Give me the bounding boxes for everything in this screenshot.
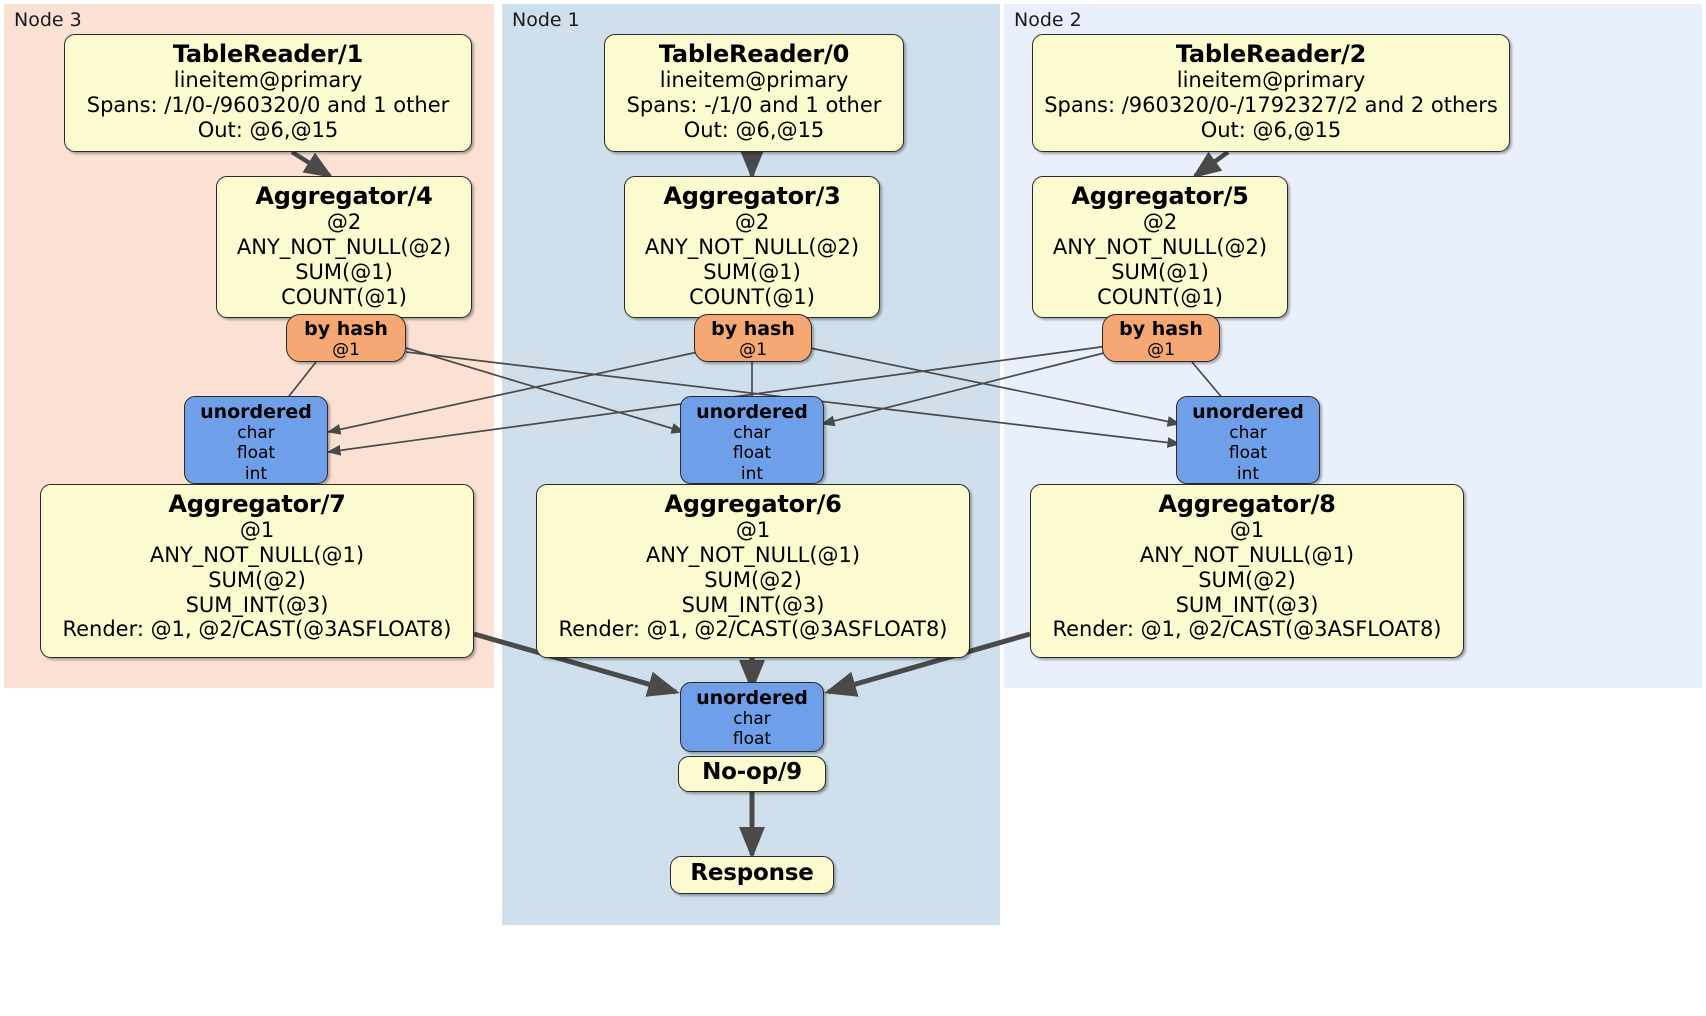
processor-detail-agg3: SUM_INT(@3): [1175, 592, 1319, 617]
synchronizer-type-2: int: [1236, 463, 1260, 484]
processor-title: Aggregator/6: [664, 490, 842, 518]
router-column: @1: [1147, 340, 1175, 361]
synchronizer-type-1: float: [236, 443, 276, 464]
synchronizer-type-0: char: [1229, 423, 1267, 444]
processor-detail-agg3: SUM_INT(@3): [681, 592, 825, 617]
processor-detail-agg1: ANY_NOT_NULL(@1): [1139, 543, 1355, 568]
processor-detail-agg2: SUM(@1): [1111, 259, 1209, 284]
processor-table-reader-1[interactable]: TableReader/1 lineitem@primary Spans: /1…: [64, 34, 472, 152]
synchronizer-unordered-center[interactable]: unordered char float int: [680, 396, 824, 484]
synchronizer-unordered-final[interactable]: unordered char float: [680, 682, 824, 752]
processor-detail-agg1: ANY_NOT_NULL(@2): [236, 235, 452, 260]
router-by-hash-center[interactable]: by hash @1: [694, 314, 812, 362]
synchronizer-unordered-left[interactable]: unordered char float int: [184, 396, 328, 484]
processor-response[interactable]: Response: [670, 856, 834, 894]
processor-detail-group: @2: [1142, 210, 1178, 235]
processor-aggregator-6[interactable]: Aggregator/6 @1 ANY_NOT_NULL(@1) SUM(@2)…: [536, 484, 970, 658]
processor-detail-render: Render: @1, @2/CAST(@3ASFLOAT8): [1052, 617, 1442, 642]
processor-detail-out: Out: @6,@15: [197, 117, 339, 142]
processor-title: Aggregator/8: [1158, 490, 1336, 518]
processor-title: No-op/9: [702, 759, 802, 785]
processor-detail-group: @2: [734, 210, 770, 235]
panel-node-3-label: Node 3: [14, 9, 82, 31]
synchronizer-type-2: int: [244, 463, 268, 484]
processor-detail-agg3: COUNT(@1): [281, 284, 407, 309]
processor-aggregator-8[interactable]: Aggregator/8 @1 ANY_NOT_NULL(@1) SUM(@2)…: [1030, 484, 1464, 658]
processor-detail-table: lineitem@primary: [659, 68, 849, 93]
processor-detail-agg1: ANY_NOT_NULL(@1): [149, 543, 365, 568]
processor-table-reader-2[interactable]: TableReader/2 lineitem@primary Spans: /9…: [1032, 34, 1510, 152]
synchronizer-type-1: float: [732, 729, 772, 750]
processor-no-op-9[interactable]: No-op/9: [678, 756, 826, 792]
router-column: @1: [332, 340, 360, 361]
processor-aggregator-3[interactable]: Aggregator/3 @2 ANY_NOT_NULL(@2) SUM(@1)…: [624, 176, 880, 318]
processor-detail-agg1: ANY_NOT_NULL(@1): [645, 543, 861, 568]
processor-detail-spans: Spans: -/1/0 and 1 other: [626, 93, 882, 118]
router-title: by hash: [711, 318, 795, 340]
router-column: @1: [739, 340, 767, 361]
processor-detail-agg3: COUNT(@1): [689, 284, 815, 309]
processor-detail-group: @2: [326, 210, 362, 235]
processor-detail-agg2: SUM(@1): [703, 259, 801, 284]
processor-title: Response: [690, 860, 814, 886]
processor-detail-render: Render: @1, @2/CAST(@3ASFLOAT8): [558, 617, 948, 642]
processor-detail-agg1: ANY_NOT_NULL(@2): [644, 235, 860, 260]
synchronizer-type-0: char: [733, 423, 771, 444]
synchronizer-title: unordered: [696, 401, 808, 423]
router-title: by hash: [1119, 318, 1203, 340]
processor-title: TableReader/0: [658, 40, 850, 68]
panel-node-2-label: Node 2: [1014, 9, 1082, 31]
synchronizer-type-1: float: [1228, 443, 1268, 464]
synchronizer-title: unordered: [696, 687, 808, 709]
processor-aggregator-7[interactable]: Aggregator/7 @1 ANY_NOT_NULL(@1) SUM(@2)…: [40, 484, 474, 658]
synchronizer-type-0: char: [733, 709, 771, 730]
processor-detail-spans: Spans: /960320/0-/1792327/2 and 2 others: [1044, 93, 1498, 118]
processor-table-reader-0[interactable]: TableReader/0 lineitem@primary Spans: -/…: [604, 34, 904, 152]
processor-detail-table: lineitem@primary: [173, 68, 363, 93]
processor-title: TableReader/2: [1175, 40, 1367, 68]
processor-detail-out: Out: @6,@15: [1200, 117, 1342, 142]
synchronizer-title: unordered: [1192, 401, 1304, 423]
processor-detail-agg2: SUM(@2): [208, 567, 306, 592]
processor-title: TableReader/1: [172, 40, 364, 68]
processor-title: Aggregator/4: [255, 182, 433, 210]
processor-detail-out: Out: @6,@15: [683, 117, 825, 142]
router-title: by hash: [304, 318, 388, 340]
router-by-hash-right[interactable]: by hash @1: [1102, 314, 1220, 362]
synchronizer-unordered-right[interactable]: unordered char float int: [1176, 396, 1320, 484]
processor-title: Aggregator/3: [663, 182, 841, 210]
processor-detail-agg2: SUM(@2): [704, 567, 802, 592]
router-by-hash-left[interactable]: by hash @1: [286, 314, 406, 362]
processor-title: Aggregator/7: [168, 490, 346, 518]
synchronizer-type-0: char: [237, 423, 275, 444]
processor-detail-table: lineitem@primary: [1176, 68, 1366, 93]
panel-node-1-label: Node 1: [512, 9, 580, 31]
synchronizer-type-1: float: [732, 443, 772, 464]
processor-title: Aggregator/5: [1071, 182, 1249, 210]
processor-detail-group: @1: [735, 518, 771, 543]
processor-aggregator-5[interactable]: Aggregator/5 @2 ANY_NOT_NULL(@2) SUM(@1)…: [1032, 176, 1288, 318]
processor-detail-agg3: COUNT(@1): [1097, 284, 1223, 309]
processor-detail-group: @1: [1229, 518, 1265, 543]
synchronizer-type-2: int: [740, 463, 764, 484]
processor-detail-render: Render: @1, @2/CAST(@3ASFLOAT8): [62, 617, 452, 642]
processor-detail-agg2: SUM(@1): [295, 259, 393, 284]
processor-detail-agg2: SUM(@2): [1198, 567, 1296, 592]
synchronizer-title: unordered: [200, 401, 312, 423]
processor-detail-agg1: ANY_NOT_NULL(@2): [1052, 235, 1268, 260]
processor-aggregator-4[interactable]: Aggregator/4 @2 ANY_NOT_NULL(@2) SUM(@1)…: [216, 176, 472, 318]
processor-detail-agg3: SUM_INT(@3): [185, 592, 329, 617]
processor-detail-group: @1: [239, 518, 275, 543]
processor-detail-spans: Spans: /1/0-/960320/0 and 1 other: [86, 93, 450, 118]
